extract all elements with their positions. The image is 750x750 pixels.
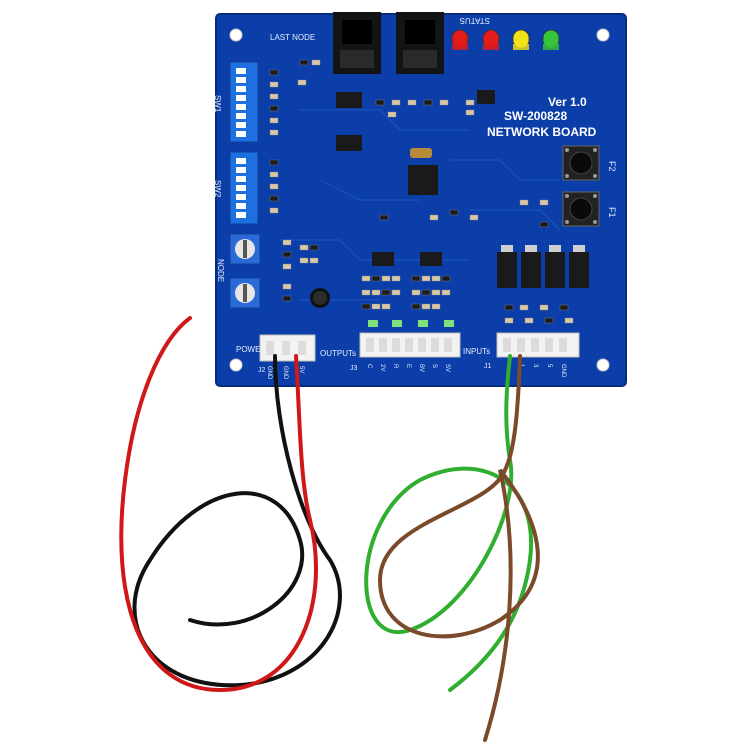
dip-switch-sw1 <box>229 61 259 143</box>
inputPins-3: GND <box>560 364 566 378</box>
power-connector-j2 <box>259 334 316 362</box>
inputPins-2: 5 <box>546 364 552 368</box>
rj45-jack-left <box>333 12 381 74</box>
smd-components <box>269 59 574 324</box>
status-led-1 <box>451 29 469 50</box>
push-button-f1 <box>562 191 600 227</box>
sw2-label: SW2 <box>213 180 222 198</box>
outputPins-4: BV <box>418 364 424 372</box>
inputs-label: INPUTs <box>463 347 490 356</box>
j3-label: J3 <box>350 365 358 372</box>
powerPins-0: GND <box>266 366 272 380</box>
status-led-3 <box>512 29 530 50</box>
status-label: STATUS <box>460 16 490 25</box>
powerPins-1: GND <box>282 366 288 380</box>
input-wires <box>364 354 540 742</box>
j2-label: J2 <box>258 367 266 374</box>
push-button-f2 <box>562 145 600 181</box>
board-name: NETWORK BOARD <box>487 125 597 139</box>
outputPins-0: C <box>366 364 372 369</box>
j1-label: J1 <box>484 363 492 370</box>
power-label: POWER <box>236 345 266 354</box>
integrated-circuits <box>336 90 495 266</box>
dip-switch-sw2 <box>229 151 259 225</box>
last-node-label: LAST NODE <box>270 33 315 42</box>
power-wires <box>119 316 342 693</box>
sw1-label: SW1 <box>213 95 222 113</box>
status-leds <box>451 29 560 50</box>
output-connector-j3 <box>359 332 461 358</box>
status-led-4 <box>542 29 560 50</box>
inputPins-1: 3 <box>532 364 538 368</box>
outputPins-3: E <box>405 364 411 368</box>
status-led-2 <box>482 29 500 50</box>
node-rotary-switch-1 <box>229 233 261 265</box>
f2-label: F2 <box>607 161 617 172</box>
rj45-jack-right <box>396 12 444 74</box>
outputs-label: OUTPUTs <box>320 349 356 358</box>
input-connector-j1 <box>496 332 580 358</box>
board-version: Ver 1.0 <box>548 95 587 109</box>
powerPins-2: 5V <box>298 366 304 373</box>
crystal-oscillator <box>410 148 432 158</box>
mounting-holes <box>229 28 610 372</box>
electrolytic-capacitor <box>310 288 330 308</box>
f1-label: F1 <box>607 207 617 218</box>
input-optocouplers <box>497 245 589 288</box>
outputPins-2: R <box>392 364 398 369</box>
output-leds <box>368 320 454 327</box>
red-power-wire <box>119 316 318 693</box>
outputPins-6: SV <box>444 364 450 372</box>
outputPins-5: S <box>431 364 437 368</box>
outputPins-1: 2V <box>379 364 385 371</box>
node-label: NODE <box>216 259 225 282</box>
brown-input-wire <box>377 354 540 742</box>
board-model: SW-200828 <box>504 109 567 123</box>
node-rotary-switch-2 <box>229 277 261 309</box>
power-pin-labels: GND GND 5V <box>266 366 304 380</box>
output-pin-labels: C 2V R E BV S SV <box>366 364 450 372</box>
